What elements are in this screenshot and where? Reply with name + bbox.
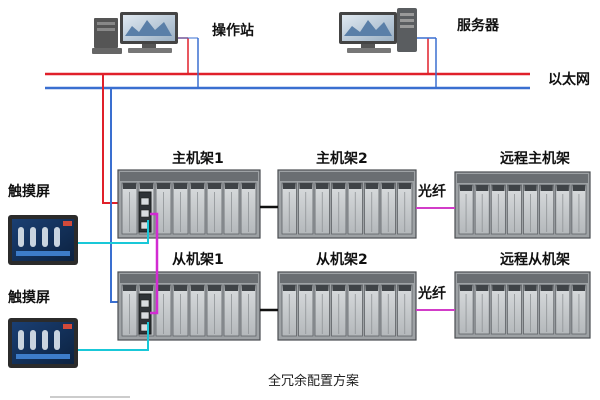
touch-panel-icon[interactable] xyxy=(8,215,78,265)
station-drop-lines xyxy=(172,37,437,88)
operator-station-label: 操作站 xyxy=(212,22,254,39)
network-port-icon xyxy=(140,311,150,320)
desktop-computer-icon[interactable] xyxy=(92,12,178,54)
touchscreen-top-label: 触摸屏 xyxy=(7,183,50,200)
ethernet-label: 以太网 xyxy=(548,71,590,88)
redundancy-sync-link xyxy=(150,212,159,315)
network-port-icon xyxy=(140,197,150,206)
server-label: 服务器 xyxy=(457,17,500,34)
main-rack-1-label: 主机架1 xyxy=(172,150,224,167)
remote-main-rack-label: 远程主机架 xyxy=(500,150,570,167)
tower-server-icon[interactable] xyxy=(339,8,417,53)
hmi-link-bottom xyxy=(78,322,149,351)
slave-rack-1-label: 从机架1 xyxy=(172,251,224,268)
network-port-icon xyxy=(140,209,150,218)
slave-rack-2[interactable] xyxy=(277,271,417,341)
network-port-icon xyxy=(140,299,150,308)
touch-panel-icon[interactable] xyxy=(8,318,78,368)
hmi-link-top xyxy=(78,220,149,244)
touchscreen-bottom-label: 触摸屏 xyxy=(7,289,50,306)
fiber-label-top: 光纤 xyxy=(417,183,446,200)
fiber-label-bottom: 光纤 xyxy=(417,285,446,302)
slave-rack-1[interactable] xyxy=(117,271,261,341)
remote-slave-rack[interactable] xyxy=(454,271,591,339)
slave-rack-2-label: 从机架2 xyxy=(316,251,368,268)
main-rack-1[interactable] xyxy=(117,169,261,239)
remote-main-rack[interactable] xyxy=(454,171,591,239)
remote-slave-rack-label: 远程从机架 xyxy=(500,251,570,268)
main-rack-2-label: 主机架2 xyxy=(316,150,368,167)
main-rack-2[interactable] xyxy=(277,169,417,239)
rack-links xyxy=(260,205,455,312)
diagram-caption: 全冗余配置方案 xyxy=(268,373,359,389)
hmi-links xyxy=(78,220,149,351)
ethernet-bus xyxy=(45,72,530,90)
